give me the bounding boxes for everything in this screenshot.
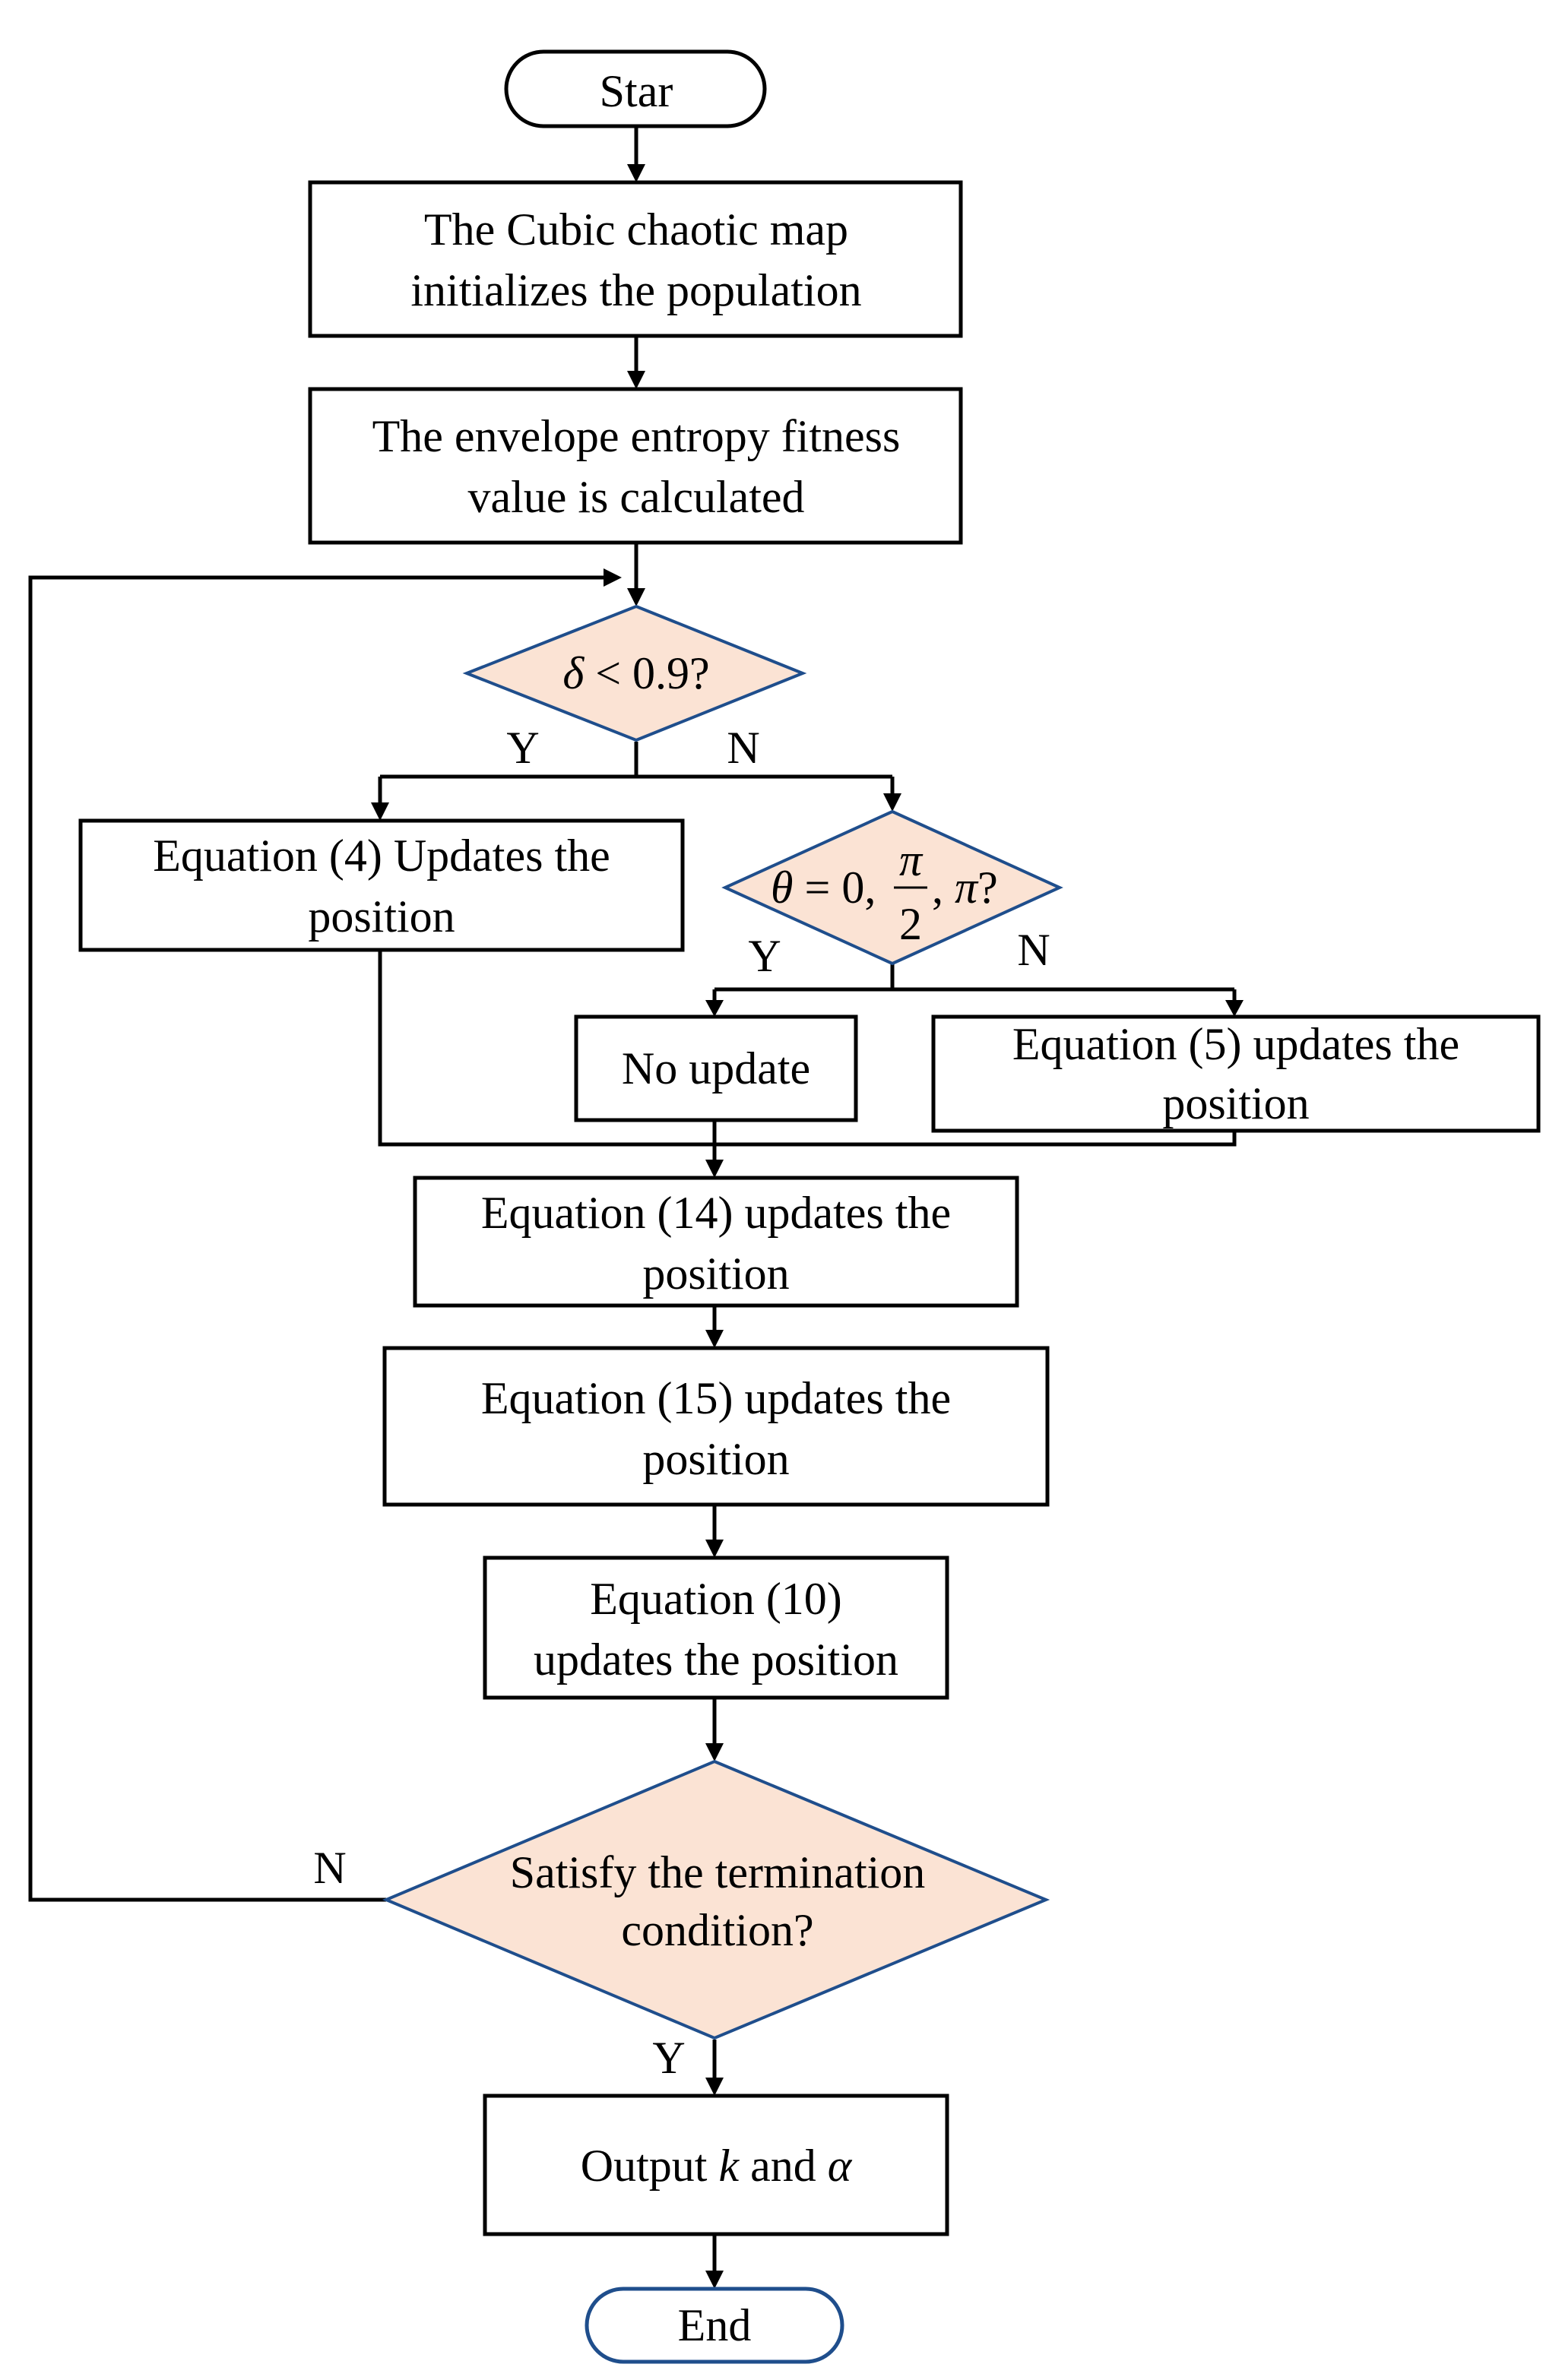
eq5-line-2: position [1162, 1078, 1309, 1128]
delta-condition: δ < 0.9? [562, 648, 709, 698]
fitness-box: The envelope entropy fitness value is ca… [308, 387, 963, 545]
eq4-line-1: Equation (4) Updates the [153, 831, 610, 881]
pi-symbol: π [955, 862, 979, 913]
fitness-line-1: The envelope entropy fitness [372, 411, 901, 461]
theta-no-label: N [1017, 925, 1050, 975]
theta-question: ? [977, 862, 998, 913]
start-label: Star [600, 66, 673, 116]
init-line-1: The Cubic chaotic map [424, 204, 848, 255]
termination-yes-label: Y [652, 2033, 685, 2083]
delta-symbol: δ [562, 648, 585, 698]
pi-numerator: π [899, 835, 924, 885]
theta-condition-right: , π? [932, 862, 998, 913]
start-terminal: Star [504, 49, 767, 128]
delta-decision: δ < 0.9? [462, 604, 807, 742]
output-alpha: α [828, 2141, 853, 2191]
theta-decision: θ = 0, π 2 , π? [721, 809, 1063, 966]
no-update-label: No update [622, 1043, 810, 1093]
two-denominator: 2 [899, 899, 922, 949]
eq5-line-1: Equation (5) updates the [1012, 1019, 1459, 1069]
eq5-box: Equation (5) updates the position [931, 1014, 1541, 1133]
eq10-box: Equation (10) updates the position [483, 1556, 949, 1700]
output-prefix: Output [581, 2141, 719, 2191]
termination-line-1: Satisfy the termination [510, 1847, 926, 1897]
theta-equals: = 0, [793, 862, 876, 913]
delta-threshold: < 0.9? [584, 648, 709, 698]
output-label: Output k and α [581, 2141, 853, 2191]
eq15-line-1: Equation (15) updates the [481, 1373, 951, 1423]
eq15-box: Equation (15) updates the position [382, 1346, 1050, 1507]
eq10-line-1: Equation (10) [590, 1574, 842, 1624]
delta-no-label: N [727, 723, 759, 773]
theta-comma: , [932, 862, 955, 913]
connectors [28, 126, 1244, 2289]
end-terminal: End [585, 2287, 844, 2364]
eq15-line-2: position [642, 1434, 789, 1484]
eq10-line-2: updates the position [534, 1635, 898, 1685]
termination-no-label: N [313, 1843, 346, 1893]
init-line-2: initializes the population [410, 265, 861, 315]
output-box: Output k and α [483, 2094, 949, 2236]
delta-yes-label: Y [506, 723, 539, 773]
termination-line-2: condition? [621, 1905, 813, 1955]
theta-condition-left: θ = 0, [771, 862, 876, 913]
eq14-line-1: Equation (14) updates the [481, 1188, 951, 1238]
output-k: k [718, 2141, 740, 2191]
eq4-line-2: position [308, 891, 455, 942]
no-update-box: No update [574, 1014, 858, 1122]
eq14-box: Equation (14) updates the position [413, 1176, 1019, 1308]
eq14-line-2: position [642, 1249, 789, 1299]
theta-symbol: θ [771, 862, 793, 913]
fitness-line-2: value is calculated [467, 472, 804, 522]
eq4-box: Equation (4) Updates the position [78, 818, 685, 952]
theta-yes-label: Y [748, 931, 781, 981]
output-and: and [739, 2141, 828, 2191]
end-label: End [678, 2300, 752, 2350]
init-population-box: The Cubic chaotic map initializes the po… [308, 180, 963, 338]
termination-decision: Satisfy the termination condition? [382, 1759, 1050, 2040]
